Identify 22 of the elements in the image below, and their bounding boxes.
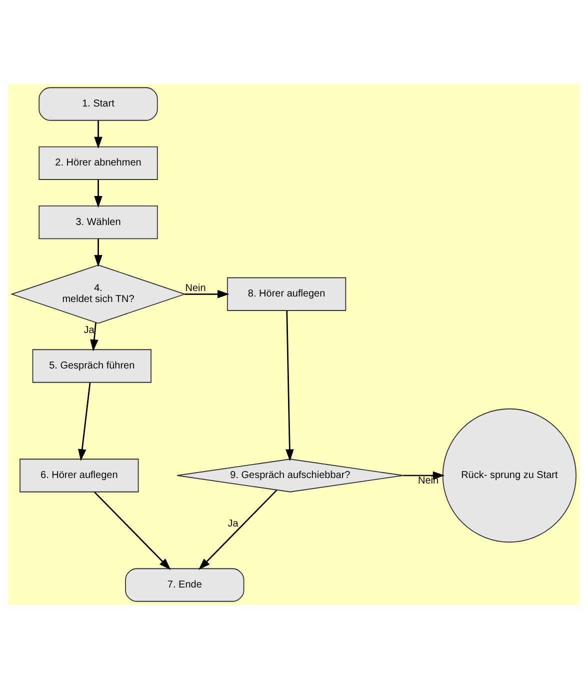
arrow bbox=[94, 492, 171, 570]
arrow bbox=[78, 382, 91, 461]
arrow bbox=[94, 238, 102, 267]
edge-label: Ja bbox=[228, 518, 238, 530]
arrow bbox=[94, 120, 102, 149]
arrow bbox=[90, 322, 98, 352]
node-circle: Rück- sprung zu Start bbox=[442, 408, 576, 543]
node-box: 8. Hörer auflegen bbox=[226, 277, 346, 311]
arrow bbox=[94, 180, 102, 208]
edge-label: Ja bbox=[84, 325, 94, 336]
node-diamond: 4. meldet sich TN? bbox=[10, 264, 186, 324]
node-box: 1. Start bbox=[38, 87, 158, 121]
node-box: 3. Wählen bbox=[38, 205, 158, 240]
node-box: 5. Gespräch führen bbox=[32, 349, 152, 383]
edge-label: Nein bbox=[185, 283, 206, 294]
arrow bbox=[184, 290, 230, 298]
arrow bbox=[198, 490, 278, 570]
node-diamond: 9. Gespräch aufschiebbar? bbox=[176, 458, 404, 492]
node-box: 7. Ende bbox=[125, 568, 244, 602]
node-box: 6. Hörer auflegen bbox=[20, 458, 139, 492]
arrow bbox=[286, 310, 294, 462]
node-box: 2. Hörer abnehmen bbox=[38, 146, 158, 180]
